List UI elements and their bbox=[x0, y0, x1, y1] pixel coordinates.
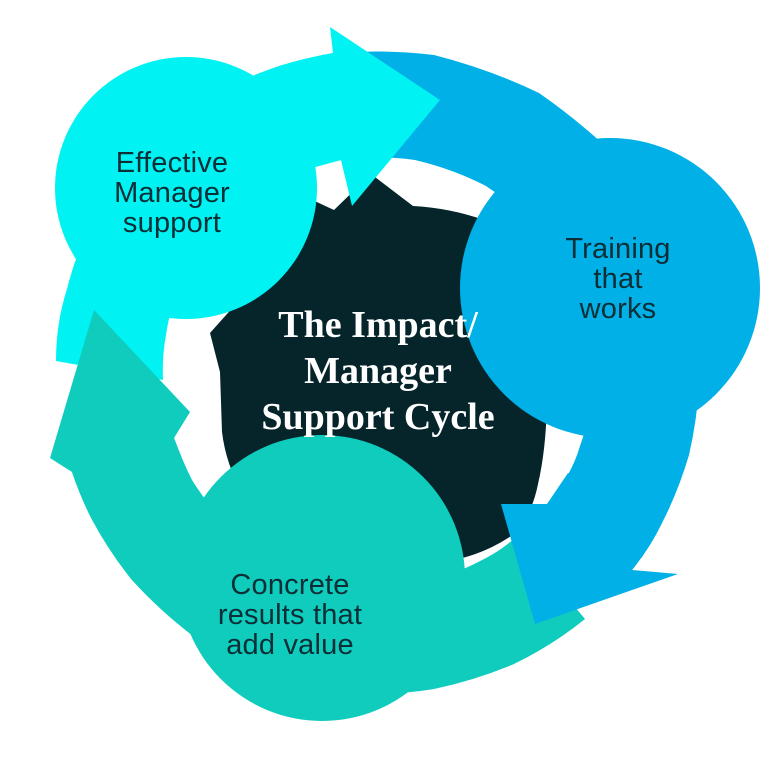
node-label-concrete-results: Concrete results that add value bbox=[158, 570, 422, 660]
node-label-line: works bbox=[579, 293, 657, 325]
node-label-line: Manager bbox=[114, 177, 230, 209]
node-label-line: that bbox=[593, 263, 643, 295]
node-label-line: Effective bbox=[115, 147, 229, 179]
diagram-title-line: The Impact/ bbox=[278, 304, 478, 346]
node-label-line: results that bbox=[217, 599, 363, 631]
diagram-title-line: Manager bbox=[304, 350, 452, 392]
diagram-title: The Impact/ Manager Support Cycle bbox=[218, 302, 538, 440]
node-label-line: support bbox=[122, 207, 222, 239]
node-label-effective-manager-support: Effective Manager support bbox=[40, 148, 304, 238]
teal-arrowhead bbox=[50, 310, 190, 513]
blue-arrowhead bbox=[501, 473, 678, 624]
node-label-line: add value bbox=[226, 629, 354, 661]
blue-node-blob bbox=[460, 138, 760, 438]
cyan-node-blob bbox=[55, 57, 317, 319]
diagram-title-line: Support Cycle bbox=[261, 396, 495, 438]
node-label-training-that-works: Training that works bbox=[486, 234, 750, 324]
cyan-arrowhead bbox=[279, 27, 440, 206]
node-label-line: Training bbox=[565, 233, 671, 265]
teal-node-blob bbox=[179, 435, 465, 721]
node-label-line: Concrete bbox=[230, 569, 350, 601]
